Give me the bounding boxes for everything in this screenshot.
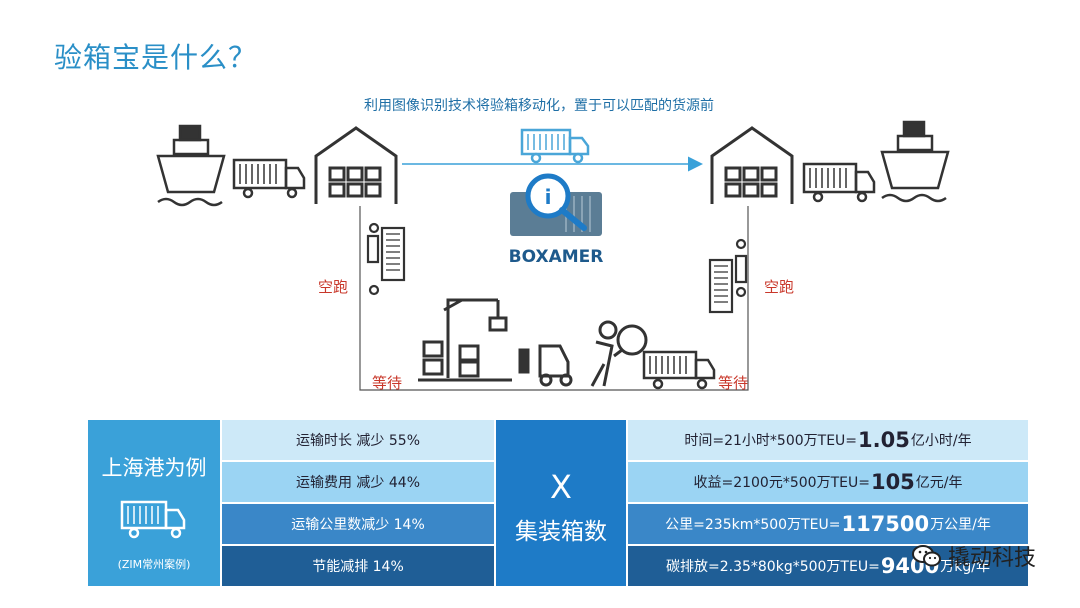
result-formula: 公里=235km*500万TEU=: [665, 517, 841, 533]
watermark-text: 撬动科技: [947, 546, 1036, 571]
result-formula: 碳排放=2.35*80kg*500万TEU=: [666, 559, 880, 575]
result-unit: 亿元/年: [915, 475, 963, 491]
logistics-diagram: i: [156, 120, 950, 391]
result-unit: 亿小时/年: [910, 433, 972, 449]
wait-label-left: 等待: [372, 374, 403, 392]
truck-icon-blue: [520, 128, 590, 164]
forklift-icon: [518, 344, 573, 387]
page-title: 验箱宝是什么？: [54, 41, 258, 74]
truck-icon-case: [120, 500, 186, 539]
result-formula: 收益=2100元*500万TEU=: [693, 475, 870, 491]
case-note: (ZIM常州案例): [117, 558, 191, 571]
ship-icon-right: [880, 120, 950, 203]
svg-text:i: i: [545, 185, 552, 209]
result-unit: 万公里/年: [930, 517, 991, 533]
result-value: 105: [870, 470, 915, 494]
multiplier-box: X 集装箱数: [496, 420, 626, 586]
result-value: 117500: [841, 512, 930, 536]
reduction-row-2: 运输费用 减少 44%: [222, 462, 494, 502]
reduction-row-4: 节能减排 14%: [222, 546, 494, 586]
diagram-subtitle: 利用图像识别技术将验箱移动化，置于可以匹配的货源前: [364, 98, 714, 114]
multiplier-label: 集装箱数: [515, 519, 607, 545]
truck-icon-left: [232, 158, 306, 199]
truck-icon-bottom: [642, 350, 716, 390]
empty-run-label-right: 空跑: [764, 278, 795, 296]
reduction-row-3: 运输公里数减少 14%: [222, 504, 494, 544]
multiplier-symbol: X: [550, 468, 572, 506]
wechat-icon: [911, 545, 941, 567]
result-value: 1.05: [858, 428, 910, 452]
crane-icon: [418, 298, 512, 382]
result-formula: 时间=21小时*500万TEU=: [684, 433, 858, 449]
boxamer-logo: i: [510, 173, 602, 236]
truck-icon-vertical-left: [366, 222, 406, 296]
boxamer-logo-text: BOXAMER: [509, 247, 604, 267]
warehouse-icon-left: [314, 126, 398, 204]
watermark: 撬动科技: [911, 540, 1036, 572]
inspector-icon: [590, 320, 648, 387]
truck-icon-vertical-right: [708, 238, 748, 314]
route-line: [359, 206, 749, 391]
stats-table: 上海港为例 (ZIM常州案例) 运输时长 减少 55% 运输费用 减少 44% …: [88, 420, 1030, 586]
empty-run-label-left: 空跑: [318, 278, 349, 296]
case-title: 上海港为例: [101, 456, 207, 480]
case-panel: 上海港为例 (ZIM常州案例): [88, 420, 220, 586]
truck-icon-right: [802, 162, 876, 203]
ship-icon-left: [156, 124, 226, 207]
result-unit: 万kg/年: [940, 559, 990, 575]
warehouse-icon-right: [710, 126, 794, 204]
wait-label-right: 等待: [718, 374, 749, 392]
reduction-row-1: 运输时长 减少 55%: [222, 420, 494, 460]
